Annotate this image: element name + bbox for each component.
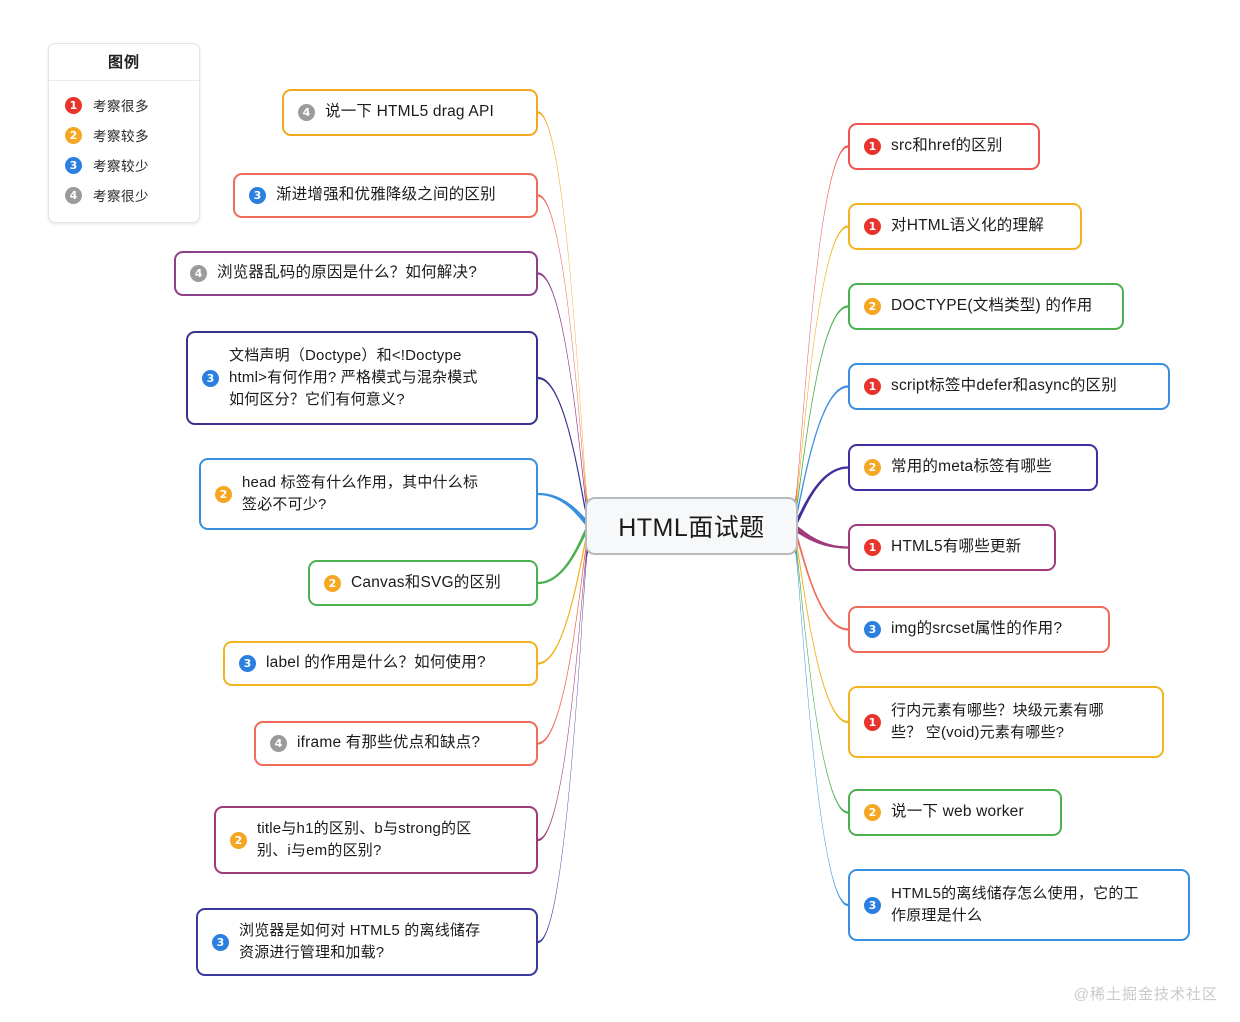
topic-node[interactable]: 1 对HTML语义化的理解 (848, 203, 1082, 250)
legend-item-label: 考察较少 (93, 159, 149, 174)
level-badge-icon: 1 (864, 713, 881, 731)
level-badge-icon: 1 (864, 138, 881, 155)
branch-connector (538, 376, 588, 522)
topic-node-label: img的srcset属性的作用? (891, 620, 1063, 638)
topic-node[interactable]: 2 head 标签有什么作用，其中什么标 签必不可少? (199, 458, 538, 530)
legend-title: 图例 (49, 44, 199, 81)
topic-node[interactable]: 2 title与h1的区别、b与strong的区 别、i与em的区别? (214, 806, 538, 874)
branch-connector (538, 545, 588, 944)
topic-node-label: 文档声明（Doctype）和<!Doctype html>有何作用? 严格模式与… (229, 347, 478, 408)
level-badge-icon: 4 (190, 265, 207, 282)
branch-connector (795, 305, 848, 517)
topic-node[interactable]: 3 label 的作用是什么？如何使用? (223, 641, 538, 686)
topic-node-label: 行内元素有哪些？块级元素有哪 些？ 空(void)元素有哪些? (891, 702, 1104, 741)
level-badge-icon: 3 (249, 187, 266, 204)
level-badge-icon: 3 (864, 896, 881, 914)
branch-connector (538, 272, 588, 517)
watermark: @稀土掘金技术社区 (1073, 986, 1218, 1003)
level-badge-icon: 2 (230, 831, 247, 849)
topic-node[interactable]: 1 script标签中defer和async的区别 (848, 363, 1170, 410)
legend-panel: 图例 1 考察很多 2 考察较多 3 考察较少 4 考察很少 (48, 43, 200, 223)
topic-node[interactable]: 3 img的srcset属性的作用? (848, 606, 1110, 653)
topic-node[interactable]: 2 Canvas和SVG的区别 (308, 560, 538, 606)
topic-node-label: src和href的区别 (891, 137, 1003, 155)
legend-item-label: 考察较多 (93, 129, 149, 144)
topic-node[interactable]: 1 HTML5有哪些更新 (848, 524, 1056, 571)
topic-node-label: script标签中defer和async的区别 (891, 377, 1117, 395)
level-badge-icon: 2 (864, 804, 881, 821)
level-badge-icon: 2 (65, 126, 82, 144)
topic-node[interactable]: 2 说一下 web worker (848, 789, 1062, 836)
legend-item-3: 3 考察较少 (49, 150, 199, 180)
topic-node[interactable]: 3 渐进增强和优雅降级之间的区别 (233, 173, 538, 218)
level-badge-icon: 4 (270, 735, 287, 752)
branch-connector (795, 530, 848, 631)
topic-node-label: 浏览器是如何对 HTML5 的离线储存 资源进行管理和加载? (239, 922, 481, 961)
topic-node-label: head 标签有什么作用，其中什么标 签必不可少? (242, 474, 479, 513)
legend-item-2: 2 考察较多 (49, 120, 199, 150)
topic-node[interactable]: 4 浏览器乱码的原因是什么？如何解决? (174, 251, 538, 296)
level-badge-icon: 1 (864, 378, 881, 395)
level-badge-icon: 3 (202, 369, 219, 387)
topic-node[interactable]: 3 文档声明（Doctype）和<!Doctype html>有何作用? 严格模式… (186, 331, 538, 425)
branch-connector (795, 540, 848, 814)
topic-node[interactable]: 2 常用的meta标签有哪些 (848, 444, 1098, 491)
branch-connector (538, 492, 588, 528)
branch-connector (538, 540, 588, 842)
branch-connector (795, 385, 848, 522)
level-badge-icon: 3 (212, 933, 229, 951)
branch-connector (538, 530, 588, 665)
branch-connector (538, 111, 588, 507)
branch-connector (795, 545, 848, 907)
branch-connector (795, 225, 848, 512)
level-badge-icon: 3 (239, 655, 256, 672)
topic-node-label: label 的作用是什么？如何使用? (266, 654, 486, 672)
topic-node-label: 浏览器乱码的原因是什么？如何解决? (217, 264, 478, 282)
topic-node[interactable]: 2 DOCTYPE(文档类型) 的作用 (848, 283, 1124, 330)
level-badge-icon: 3 (65, 156, 82, 174)
level-badge-icon: 2 (864, 459, 881, 476)
topic-node-label: DOCTYPE(文档类型) 的作用 (891, 297, 1093, 315)
topic-node-label: HTML5有哪些更新 (891, 538, 1022, 556)
topic-node[interactable]: 1 src和href的区别 (848, 123, 1040, 170)
level-badge-icon: 4 (298, 104, 315, 121)
topic-node-label: Canvas和SVG的区别 (351, 573, 501, 591)
legend-item-1: 1 考察很多 (49, 90, 199, 120)
branch-connector (795, 145, 848, 507)
level-badge-icon: 1 (864, 539, 881, 556)
level-badge-icon: 1 (864, 218, 881, 235)
legend-item-label: 考察很少 (93, 189, 149, 204)
level-badge-icon: 2 (864, 298, 881, 315)
topic-node-label: iframe 有那些优点和缺点? (297, 734, 481, 752)
topic-node-label: 对HTML语义化的理解 (891, 217, 1044, 235)
central-topic-label: HTML面试题 (618, 514, 765, 542)
level-badge-icon: 2 (324, 574, 341, 592)
topic-node[interactable]: 3 HTML5的离线储存怎么使用，它的工 作原理是什么 (848, 869, 1190, 941)
topic-node-label: 常用的meta标签有哪些 (891, 458, 1052, 476)
level-badge-icon: 1 (65, 96, 82, 114)
level-badge-icon: 2 (215, 485, 232, 503)
topic-node-label: HTML5的离线储存怎么使用，它的工 作原理是什么 (891, 885, 1139, 924)
topic-node[interactable]: 1 行内元素有哪些？块级元素有哪 些？ 空(void)元素有哪些? (848, 686, 1164, 758)
topic-node-label: title与h1的区别、b与strong的区 别、i与em的区别? (257, 820, 472, 859)
legend-items: 1 考察很多 2 考察较多 3 考察较少 4 考察很少 (49, 81, 199, 222)
central-topic-node[interactable]: HTML面试题 (585, 497, 798, 555)
topic-node-label: 说一下 web worker (891, 803, 1024, 821)
topic-node-label: 渐进增强和优雅降级之间的区别 (276, 186, 496, 204)
branch-connector (538, 535, 588, 745)
branch-connector (538, 524, 588, 585)
topic-node[interactable]: 4 说一下 HTML5 drag API (282, 89, 538, 136)
legend-item-4: 4 考察很少 (49, 180, 199, 210)
branch-connector (795, 466, 848, 528)
level-badge-icon: 4 (65, 186, 82, 204)
topic-node[interactable]: 4 iframe 有那些优点和缺点? (254, 721, 538, 766)
branch-connector (795, 535, 848, 724)
level-badge-icon: 3 (864, 621, 881, 638)
legend-item-label: 考察很多 (93, 99, 149, 114)
topic-node[interactable]: 3 浏览器是如何对 HTML5 的离线储存 资源进行管理和加载? (196, 908, 538, 976)
branch-connector (538, 194, 588, 512)
branch-connector (795, 524, 848, 549)
topic-node-label: 说一下 HTML5 drag API (325, 103, 494, 121)
